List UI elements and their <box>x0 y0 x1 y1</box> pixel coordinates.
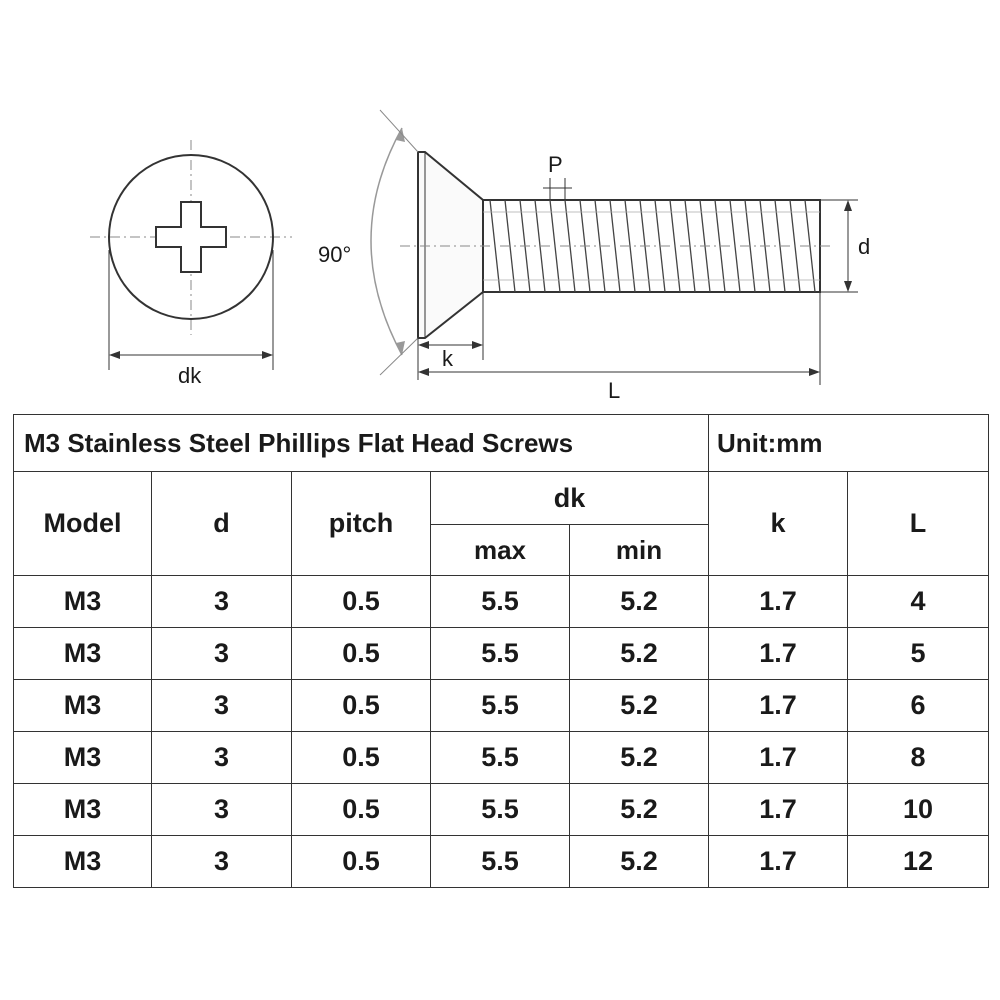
cell-pitch: 0.5 <box>291 627 431 680</box>
screw-side-view <box>370 109 858 385</box>
cell-dk-max: 5.5 <box>430 783 570 836</box>
dk-dimension-label: dk <box>178 363 202 388</box>
cell-d: 3 <box>151 627 292 680</box>
header-dk: dk <box>429 471 710 525</box>
phillips-cross-icon <box>155 201 227 273</box>
cell-k: 1.7 <box>708 679 849 732</box>
cell-dk-min: 5.2 <box>568 731 710 784</box>
cell-d: 3 <box>151 575 292 628</box>
cell-d: 3 <box>151 679 292 732</box>
cell-length: 10 <box>847 783 990 836</box>
screw-head-top-view <box>90 140 292 370</box>
cell-dk-max: 5.5 <box>430 835 570 888</box>
header-length: L <box>847 471 990 576</box>
k-dimension-label: k <box>442 346 454 371</box>
cell-pitch: 0.5 <box>291 575 431 628</box>
header-model: Model <box>13 471 152 576</box>
cell-k: 1.7 <box>708 783 849 836</box>
header-pitch: pitch <box>291 471 431 576</box>
cell-pitch: 0.5 <box>291 783 431 836</box>
cell-pitch: 0.5 <box>291 835 431 888</box>
cell-dk-min: 5.2 <box>568 835 710 888</box>
screw-technical-drawing: dk <box>90 109 870 403</box>
header-d: d <box>151 471 292 576</box>
cell-model: M3 <box>13 731 152 784</box>
cell-dk-max: 5.5 <box>430 627 570 680</box>
cell-length: 8 <box>847 731 990 784</box>
unit-label: Unit:mm <box>708 414 990 472</box>
d-dimension-label: d <box>858 234 870 259</box>
cell-dk-max: 5.5 <box>430 731 570 784</box>
angle-label: 90° <box>318 242 351 267</box>
cell-pitch: 0.5 <box>291 679 431 732</box>
cell-d: 3 <box>151 731 292 784</box>
cell-dk-min: 5.2 <box>568 575 710 628</box>
table-title-row: M3 Stainless Steel Phillips Flat Head Sc… <box>12 414 990 472</box>
table-title: M3 Stainless Steel Phillips Flat Head Sc… <box>12 414 710 472</box>
cell-k: 1.7 <box>708 575 849 628</box>
cell-dk-max: 5.5 <box>430 575 570 628</box>
cell-k: 1.7 <box>708 627 849 680</box>
cell-k: 1.7 <box>708 835 849 888</box>
header-k: k <box>708 471 849 576</box>
cell-dk-min: 5.2 <box>568 627 710 680</box>
header-dk-min: min <box>568 524 710 576</box>
length-dimension-label: L <box>608 378 620 403</box>
cell-model: M3 <box>13 679 152 732</box>
cell-dk-max: 5.5 <box>430 679 570 732</box>
cell-model: M3 <box>13 835 152 888</box>
cell-k: 1.7 <box>708 731 849 784</box>
cell-length: 12 <box>847 835 990 888</box>
cell-d: 3 <box>151 835 292 888</box>
header-dk-max: max <box>430 524 570 576</box>
cell-model: M3 <box>13 627 152 680</box>
cell-d: 3 <box>151 783 292 836</box>
cell-model: M3 <box>13 575 152 628</box>
cell-length: 5 <box>847 627 990 680</box>
pitch-label: P <box>548 152 563 177</box>
cell-dk-min: 5.2 <box>568 679 710 732</box>
cell-dk-min: 5.2 <box>568 783 710 836</box>
specification-table: M3 Stainless Steel Phillips Flat Head Sc… <box>12 414 990 888</box>
header-row: Model d pitch dk k L <box>13 471 990 576</box>
cell-pitch: 0.5 <box>291 731 431 784</box>
cell-length: 4 <box>847 575 990 628</box>
cell-length: 6 <box>847 679 990 732</box>
cell-model: M3 <box>13 783 152 836</box>
